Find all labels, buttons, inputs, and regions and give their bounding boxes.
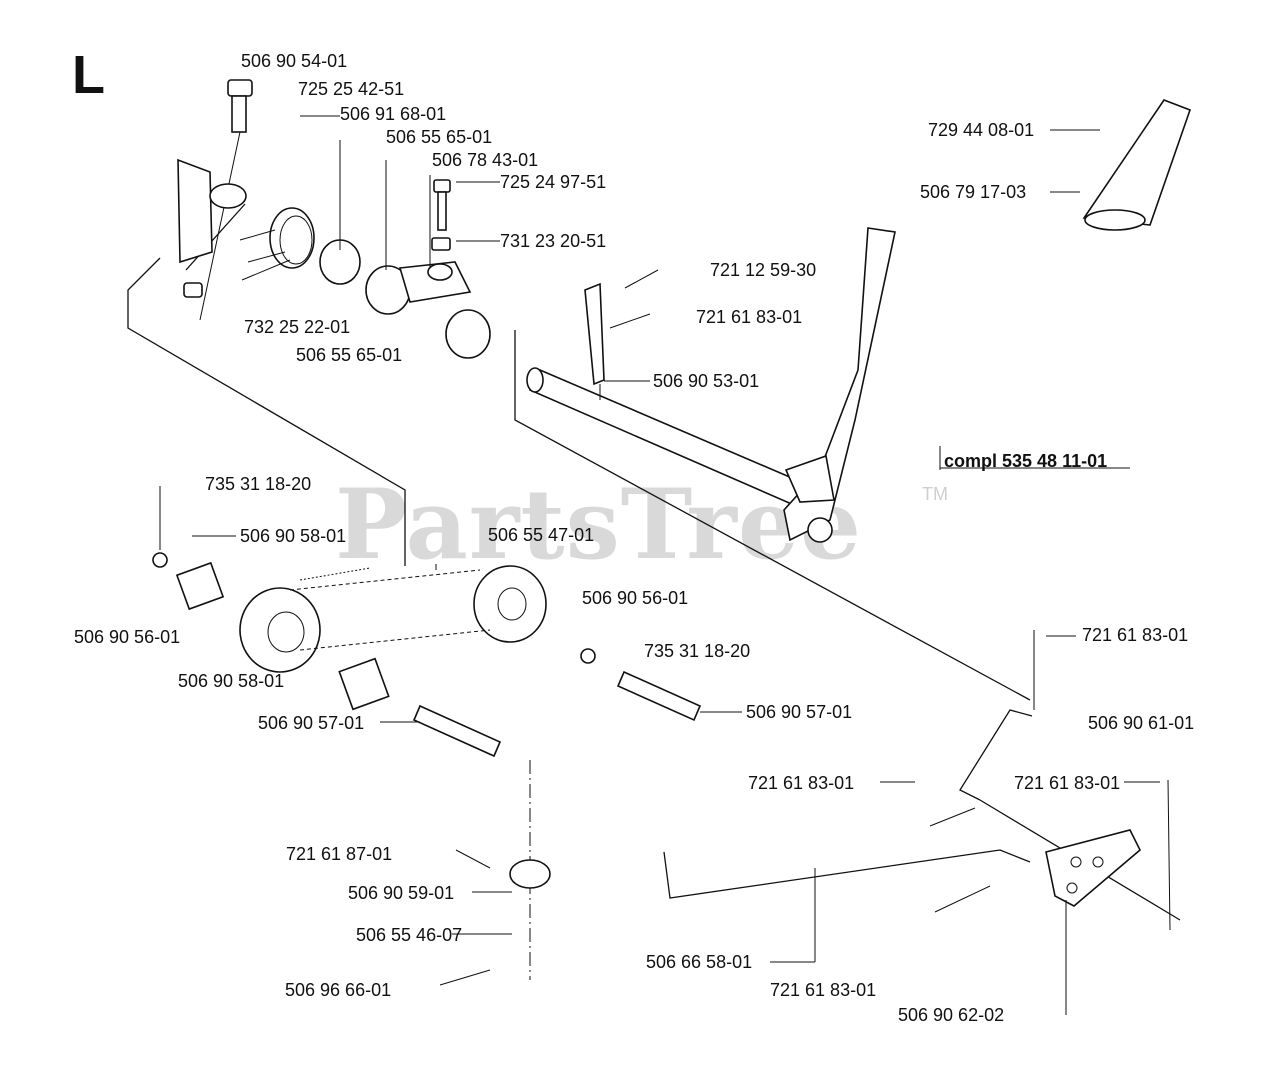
bushing-part	[445, 309, 491, 359]
mounting-bracket-part	[177, 158, 247, 298]
link-rod-part	[959, 709, 1033, 801]
lever-arm-part	[783, 227, 896, 543]
part-label[interactable]: 506 90 57-01	[258, 713, 365, 733]
bolt-part	[199, 79, 253, 321]
section-letter: L	[72, 45, 105, 105]
part-label[interactable]: 735 31 18-20	[644, 641, 751, 661]
part-label[interactable]: 725 24 97-51	[500, 172, 607, 192]
part-label[interactable]: 721 12 59-30	[710, 260, 817, 280]
washer-part	[509, 859, 551, 889]
part-label[interactable]: 506 78 43-01	[432, 150, 539, 170]
handle-grip-part	[1082, 99, 1192, 231]
cotter-pin-part	[609, 269, 659, 329]
part-label[interactable]: 506 90 56-01	[582, 588, 689, 608]
link-rod-part	[663, 849, 1031, 899]
part-label[interactable]: 506 55 46-07	[356, 925, 463, 945]
part-label[interactable]: 506 90 58-01	[178, 671, 285, 691]
e-clip-part	[580, 648, 596, 664]
spacer-part	[338, 657, 390, 711]
part-label[interactable]: 506 90 53-01	[653, 371, 760, 391]
part-label[interactable]: 721 61 83-01	[696, 307, 803, 327]
part-label[interactable]: 506 90 59-01	[348, 883, 455, 903]
part-label[interactable]: 506 55 47-01	[488, 525, 595, 545]
part-label[interactable]: 725 25 42-51	[298, 79, 405, 99]
part-label[interactable]: 506 90 58-01	[240, 526, 347, 546]
lever-hub-part	[398, 179, 472, 303]
part-label[interactable]: 729 44 08-01	[928, 120, 1035, 140]
part-label[interactable]: 506 55 65-01	[296, 345, 403, 365]
part-label[interactable]: 506 90 56-01	[74, 627, 181, 647]
part-label[interactable]: 506 90 57-01	[746, 702, 853, 722]
part-label[interactable]: 506 96 66-01	[285, 980, 392, 1000]
part-label[interactable]: 506 55 65-01	[386, 127, 493, 147]
part-label[interactable]: 735 31 18-20	[205, 474, 312, 494]
part-label[interactable]: 721 61 83-01	[770, 980, 877, 1000]
watermark-trademark: TM	[922, 484, 948, 504]
part-label[interactable]: 506 90 54-01	[241, 51, 348, 71]
assembly-label: compl 535 48 11-01	[944, 451, 1108, 471]
tension-spring-part	[299, 567, 371, 581]
part-label[interactable]: 506 66 58-01	[646, 952, 753, 972]
callout-line	[185, 203, 246, 271]
callout-line	[514, 330, 1031, 701]
part-label[interactable]: 506 90 62-02	[898, 1005, 1005, 1025]
part-label[interactable]: 731 23 20-51	[500, 231, 607, 251]
part-label[interactable]: 506 91 68-01	[340, 104, 447, 124]
pulley-part	[239, 565, 547, 673]
pin-part	[439, 849, 491, 986]
part-label[interactable]: 506 90 61-01	[1088, 713, 1195, 733]
part-label[interactable]: 721 61 83-01	[1014, 773, 1121, 793]
spacer-part	[175, 561, 225, 611]
pivot-pin-part	[412, 704, 502, 758]
callout-line	[127, 257, 406, 566]
part-label[interactable]: 732 25 22-01	[244, 317, 351, 337]
part-label[interactable]: 721 61 87-01	[286, 844, 393, 864]
e-clip-part	[152, 552, 168, 568]
part-label[interactable]: 506 79 17-03	[920, 182, 1027, 202]
pin-part	[584, 282, 605, 386]
mounting-plate-part	[1045, 829, 1141, 907]
part-label[interactable]: 721 61 83-01	[1082, 625, 1189, 645]
part-label[interactable]: 721 61 83-01	[748, 773, 855, 793]
pivot-pin-part	[616, 670, 702, 722]
spring-part	[239, 207, 315, 281]
